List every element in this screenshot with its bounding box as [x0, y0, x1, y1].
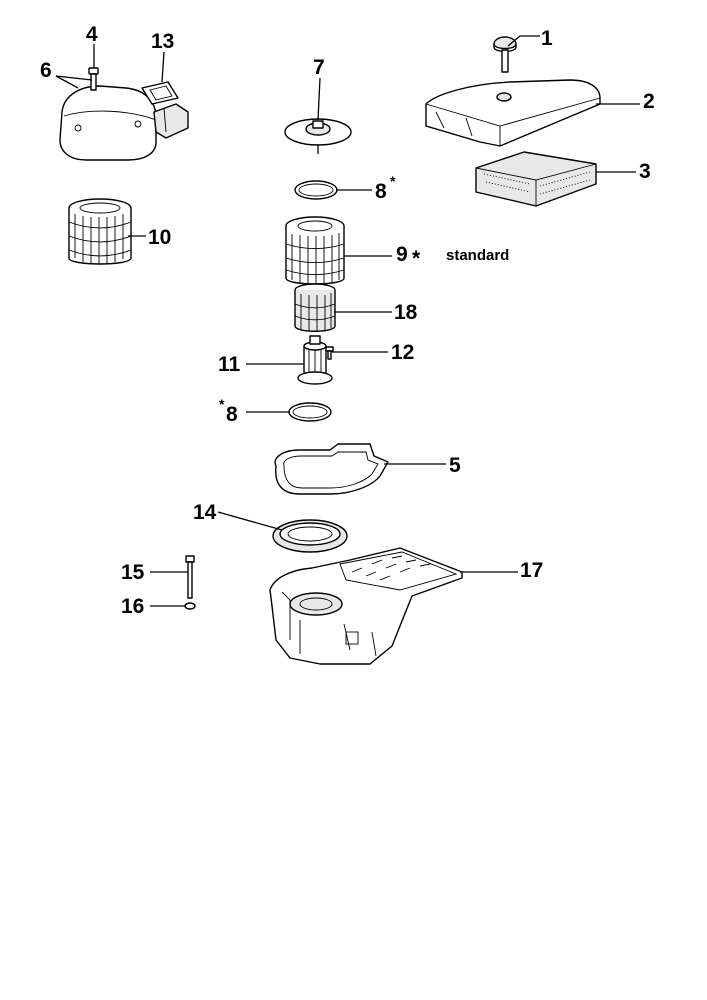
- part-3-foam-filter: [475, 151, 597, 207]
- part-2-top-cover: [425, 79, 601, 147]
- asterisk-9: *: [412, 247, 421, 270]
- part-16-washer: [184, 602, 196, 610]
- callout-6: 6: [40, 59, 52, 82]
- part-1-knob: [493, 36, 517, 73]
- part-8-o-ring-upper: [294, 180, 338, 200]
- asterisk-8-upper: *: [390, 173, 396, 189]
- part-12-screw: [325, 346, 334, 360]
- callout-15: 15: [121, 561, 145, 584]
- callout-14: 14: [193, 501, 217, 524]
- part-18-inner-filter: [294, 283, 336, 332]
- callout-3: 3: [639, 160, 651, 183]
- callout-11: 11: [218, 353, 241, 376]
- callout-7: 7: [313, 56, 325, 79]
- part-15-bolt: [185, 555, 195, 599]
- callout-17: 17: [520, 559, 543, 582]
- callout-1: 1: [541, 27, 553, 50]
- asterisk-8-lower: *: [219, 396, 225, 412]
- leader-lines: [55, 35, 640, 607]
- callout-8-upper: 8: [375, 180, 387, 203]
- part-13-gasket: [141, 81, 179, 105]
- callout-2: 2: [643, 90, 655, 113]
- callout-12: 12: [391, 341, 414, 364]
- part-17-housing-base: [269, 547, 463, 665]
- callout-4: 4: [86, 23, 98, 46]
- part-5-gasket-plate: [274, 443, 389, 495]
- callout-8-lower: 8: [226, 403, 238, 426]
- callout-10: 10: [148, 226, 171, 249]
- callout-5: 5: [449, 454, 461, 477]
- part-8-o-ring-lower: [288, 402, 332, 422]
- callout-13: 13: [151, 30, 174, 53]
- callout-16: 16: [121, 595, 144, 618]
- part-4-screw: [88, 67, 99, 91]
- callout-18: 18: [394, 301, 418, 324]
- standard-label: standard: [446, 247, 509, 264]
- part-9-filter-element: [285, 216, 345, 285]
- part-11-filter-holder: [297, 335, 333, 385]
- part-6-filter-cover: [59, 85, 189, 161]
- callout-9: 9: [396, 243, 408, 266]
- part-10-cylinder-filter: [68, 198, 132, 265]
- part-14-seal-ring: [272, 519, 348, 553]
- part-7-cap: [284, 118, 352, 154]
